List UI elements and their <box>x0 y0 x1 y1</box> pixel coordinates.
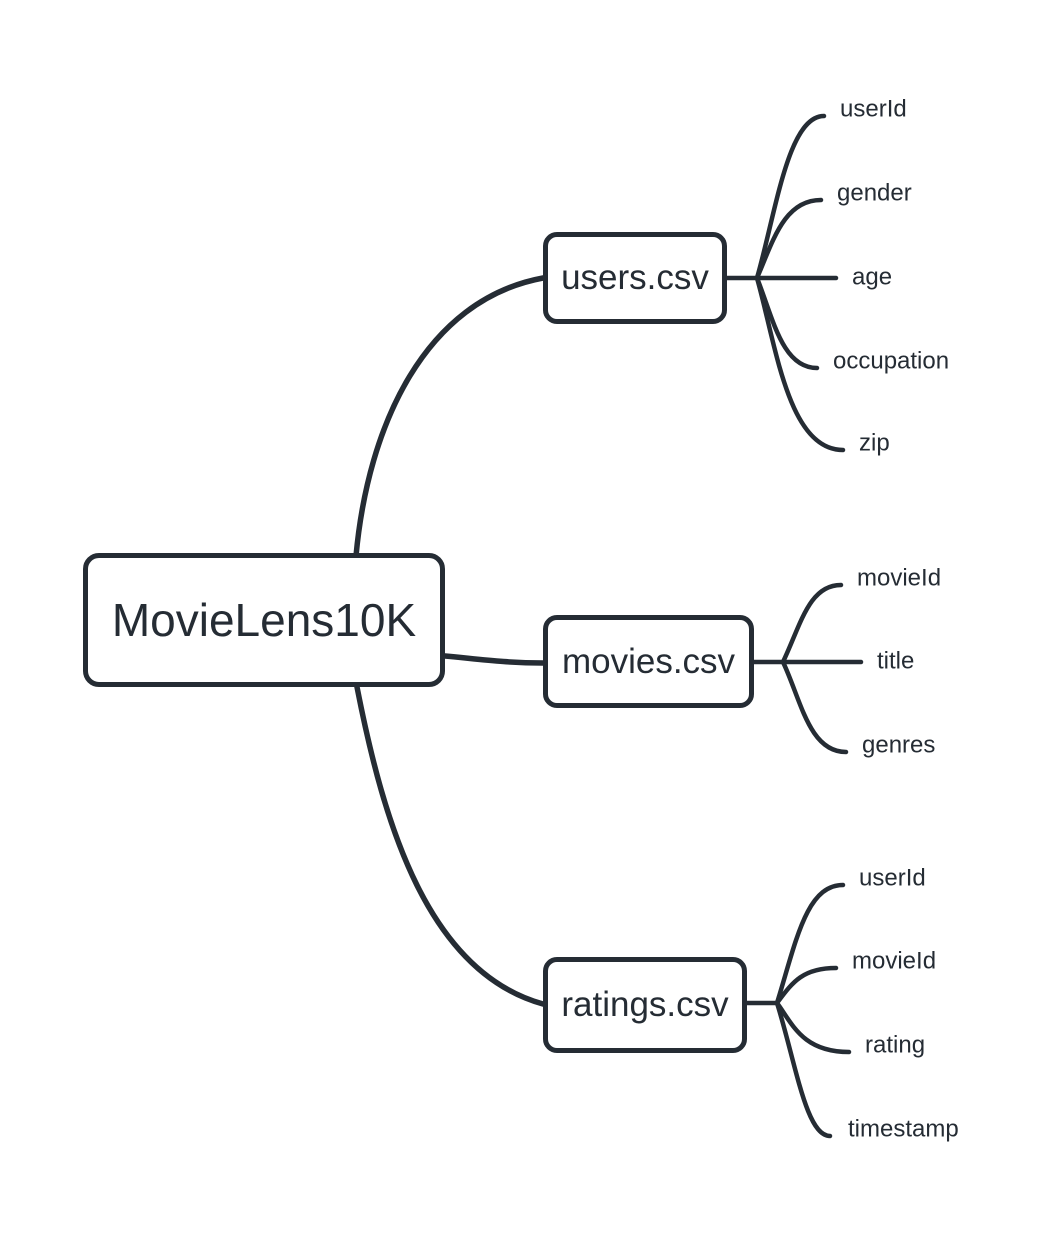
node-root: MovieLens10K <box>83 553 445 687</box>
edge-users-userid <box>754 113 827 281</box>
field-ratings-movieid: movieId <box>852 947 937 975</box>
edge-users-zip <box>754 275 846 453</box>
edge-ratings-userid <box>774 882 846 1006</box>
node-users-csv: users.csv <box>543 232 727 324</box>
field-movies-movieid: movieId <box>857 564 942 592</box>
edge-root-movies <box>442 653 546 666</box>
node-ratings-csv-label: ratings.csv <box>561 985 729 1024</box>
node-movies-csv: movies.csv <box>543 615 754 708</box>
node-ratings-csv: ratings.csv <box>543 957 747 1053</box>
field-users-userid: userId <box>840 95 907 123</box>
edge-ratings-rating <box>774 1000 852 1055</box>
edge-ratings-timestamp <box>774 1000 833 1139</box>
field-ratings-timestamp: timestamp <box>848 1115 959 1143</box>
field-users-occupation: occupation <box>833 347 950 375</box>
field-ratings-rating: rating <box>865 1031 926 1059</box>
edge-root-users <box>353 275 546 559</box>
field-movies-genres: genres <box>862 731 936 759</box>
edge-root-ratings <box>354 684 546 1007</box>
node-root-label: MovieLens10K <box>111 594 417 646</box>
field-users-zip: zip <box>859 429 890 457</box>
edge-ratings-movieid <box>774 965 839 1006</box>
field-movies-title: title <box>877 647 915 675</box>
edge-movies-movieid <box>780 582 844 665</box>
edge-movies-genres <box>780 659 849 755</box>
field-ratings-userid: userId <box>859 864 926 892</box>
edge-users-gender <box>754 197 824 281</box>
field-users-gender: gender <box>837 179 912 207</box>
node-movies-csv-label: movies.csv <box>561 641 736 681</box>
field-users-age: age <box>852 263 893 291</box>
node-users-csv-label: users.csv <box>561 258 709 297</box>
